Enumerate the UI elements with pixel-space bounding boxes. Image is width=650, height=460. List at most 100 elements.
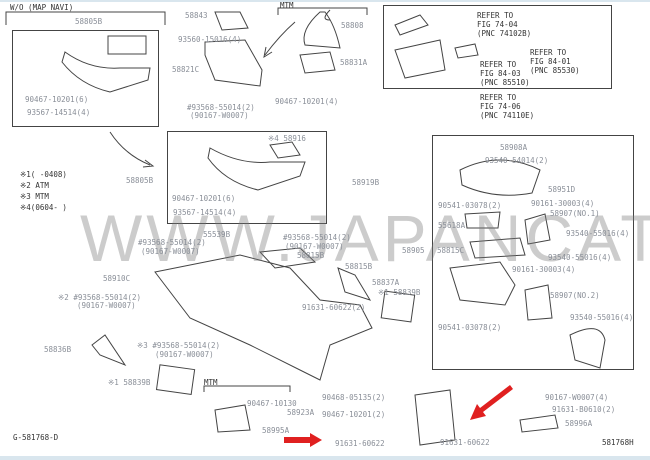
red-arrow-down-left — [470, 385, 513, 420]
part-label[interactable]: #93568-55014(2) — [187, 103, 255, 112]
part-label[interactable]: 93560-15016(4) — [178, 35, 242, 44]
part-label[interactable]: 58831A — [340, 58, 368, 67]
part-label[interactable]: ※3 #93568-55014(2) — [137, 341, 221, 350]
part-label[interactable]: 58805B — [126, 176, 154, 185]
boot-retainer-part — [299, 51, 336, 74]
tray-mat-part — [258, 247, 317, 269]
refer-line: FIG 74-06 — [480, 102, 521, 111]
refer-line: REFER TO — [530, 48, 567, 57]
part-label[interactable]: 93567-14514(4) — [173, 208, 237, 217]
mtm-label: MTM — [280, 1, 294, 10]
refer-line: REFER TO — [480, 60, 517, 69]
part-label[interactable]: 93567-14514(4) — [27, 108, 91, 117]
wo-navi-bracket — [5, 11, 166, 25]
part-label[interactable]: 58995A — [262, 426, 290, 435]
part-label[interactable]: 58951D — [548, 185, 576, 194]
legend-4: ※4(0604- ) — [20, 203, 67, 212]
trim-part — [337, 267, 372, 301]
part-label[interactable]: (90167-W0007) — [285, 242, 344, 251]
part-label[interactable]: ※2 #93568-55014(2) — [58, 293, 142, 302]
part-label[interactable]: 58919B — [352, 178, 380, 187]
part-label[interactable]: (90167-W0007) — [77, 301, 136, 310]
part-label[interactable]: 90468-05135(2) — [322, 393, 386, 402]
part-label[interactable]: 93540-54014(2) — [485, 156, 549, 165]
part-label[interactable]: 93540-55016(4) — [570, 313, 634, 322]
flow-arrows — [109, 21, 296, 168]
part-label[interactable]: 90467-10201(6) — [25, 95, 89, 104]
bracket-no1-part — [524, 213, 551, 245]
side-trim-part — [91, 334, 127, 367]
part-label[interactable]: 90467-10130 — [247, 399, 297, 408]
part-label[interactable]: 93540-55016(4) — [566, 229, 630, 238]
part-label[interactable]: #93568-55014(2) — [283, 233, 351, 242]
part-label[interactable]: 58808 — [341, 21, 364, 30]
part-label[interactable]: 58836B — [44, 345, 72, 354]
armrest-lid-part — [459, 159, 541, 196]
part-label[interactable]: 58996A — [565, 419, 593, 428]
part-label[interactable]: 58905 — [402, 246, 425, 255]
legend-3: ※3 MTM — [20, 192, 49, 201]
part-label[interactable]: 90161-30003(4) — [531, 199, 595, 208]
part-label[interactable]: 58821C — [172, 65, 200, 74]
lower-upper-panel-part — [207, 147, 306, 191]
red-arrows — [284, 385, 513, 447]
part-label[interactable]: 58923A — [287, 408, 315, 417]
part-label[interactable]: 58910C — [103, 274, 131, 283]
panel-box — [167, 131, 327, 224]
refer-line: (PNC 74110E) — [480, 111, 535, 120]
upper-panel-part — [61, 51, 151, 93]
part-label[interactable]: (90167-W0007) — [190, 111, 249, 120]
part-label[interactable]: 91631-60622(2) — [302, 303, 366, 312]
cover-plate-part-2 — [380, 290, 416, 323]
part-label[interactable]: ※1 58839B — [108, 378, 151, 387]
part-label[interactable]: 58837A — [372, 278, 400, 287]
refer-line: FIG 84-01 — [530, 57, 571, 66]
part-label[interactable]: ※1 58839B — [378, 288, 421, 297]
part-label[interactable]: 91631-60622 — [440, 438, 490, 447]
refer-line: (PNC 74102B) — [477, 29, 532, 38]
hinge-part — [464, 211, 501, 229]
watermark: WWW.JAPANCATS.RU — [80, 201, 650, 275]
mtm-bracket — [277, 7, 368, 15]
part-label[interactable]: 90161-30003(4) — [512, 265, 576, 274]
part-label[interactable]: 58843 — [185, 11, 208, 20]
part-label[interactable]: 91631-60622 — [335, 439, 385, 448]
part-label[interactable]: 93540-55016(4) — [548, 253, 612, 262]
part-label[interactable]: 90467-10201(2) — [322, 410, 386, 419]
bracket-part — [214, 404, 251, 433]
part-label[interactable]: 90467-10201(4) — [275, 97, 339, 106]
part-label[interactable]: 58805B — [75, 17, 103, 26]
console-body-part — [154, 254, 373, 381]
part-label[interactable]: 58908A — [500, 143, 528, 152]
liner-part — [469, 237, 526, 259]
part-label[interactable]: 58815B — [297, 251, 325, 260]
part-label[interactable]: 58907(NO.1) — [550, 209, 600, 218]
tray-part — [107, 35, 147, 55]
part-label[interactable]: 90467-10201(6) — [172, 194, 236, 203]
part-label[interactable]: #93568-55014(2) — [138, 238, 206, 247]
refer-line: FIG 84-03 — [480, 69, 521, 78]
part-label[interactable]: ※4 58916 — [268, 134, 306, 143]
red-arrow-right — [284, 433, 322, 447]
part-label[interactable]: 55539B — [203, 230, 231, 239]
part-label[interactable]: 90541-03078(2) — [438, 323, 502, 332]
part-label[interactable]: 58815B — [345, 262, 373, 271]
part-label[interactable]: 58815C — [437, 246, 465, 255]
part-label[interactable]: (90167-W0007) — [141, 247, 200, 256]
wo-navi-label: W/O (MAP NAVI) — [10, 3, 74, 12]
part-label[interactable]: 55618A — [438, 221, 466, 230]
cover-plate-part — [155, 364, 196, 395]
part-label[interactable]: 91631-B0610(2) — [552, 405, 616, 414]
bracket-no2-part — [524, 284, 553, 321]
mtm-bottom-bracket — [203, 385, 291, 392]
refer-box — [383, 5, 612, 89]
part-label[interactable]: 90167-W0007(4) — [545, 393, 609, 402]
part-label[interactable]: 90541-03078(2) — [438, 201, 502, 210]
refer-line: FIG 74-04 — [477, 20, 518, 29]
part-label[interactable]: 58907(NO.2) — [550, 291, 600, 300]
end-cap-part — [569, 328, 606, 369]
part-label[interactable]: (90167-W0007) — [155, 350, 214, 359]
